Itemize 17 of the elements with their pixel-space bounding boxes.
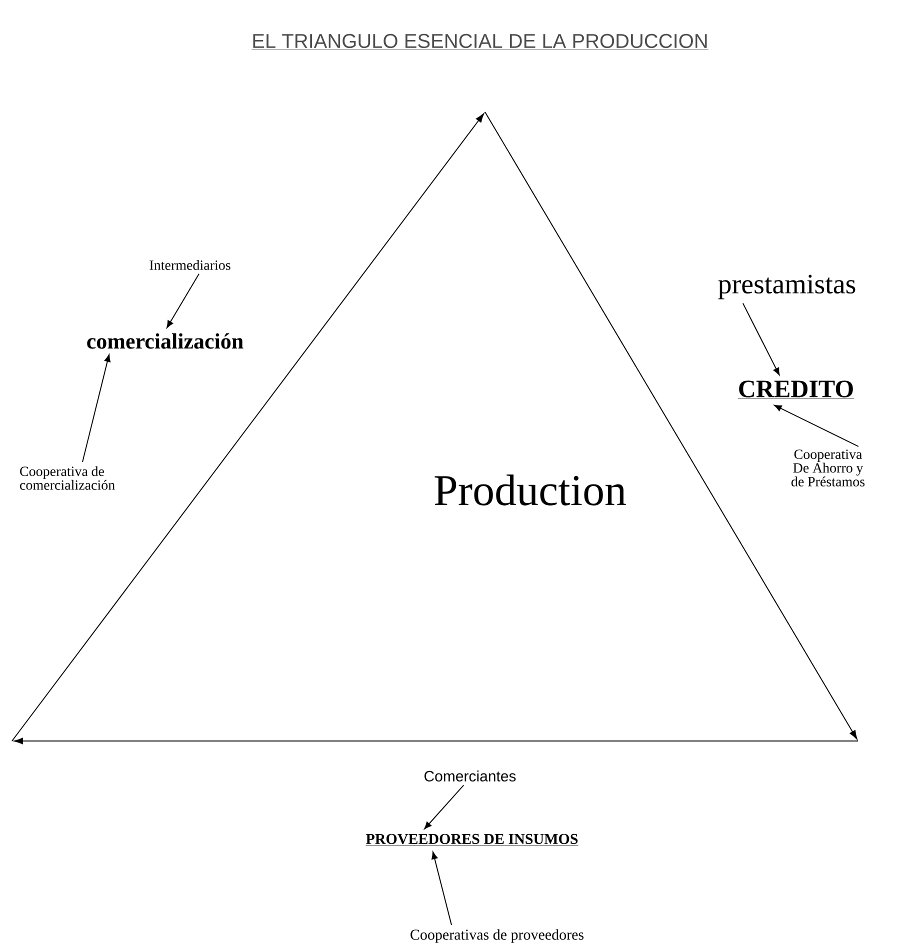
center-label: Production bbox=[434, 474, 626, 506]
source-label: prestamistas bbox=[718, 274, 856, 300]
arrow bbox=[424, 784, 464, 830]
source-label: Comerciantes bbox=[424, 770, 516, 782]
arrow bbox=[82, 354, 110, 463]
topic-label: PROVEEDORES DE INSUMOS bbox=[366, 834, 578, 846]
arrow bbox=[774, 404, 859, 447]
arrow bbox=[432, 852, 452, 926]
topic-label: CREDITO bbox=[738, 380, 854, 399]
arrow bbox=[742, 302, 780, 376]
topic-label: comercialización bbox=[87, 333, 244, 349]
source-label: Cooperativas de proveedores bbox=[410, 929, 584, 943]
source-label: Cooperativa de comercialización bbox=[20, 466, 115, 490]
arrow bbox=[166, 273, 200, 328]
title: EL TRIANGULO ESENCIAL DE LA PRODUCCION bbox=[251, 34, 709, 50]
source-label: Intermediarios bbox=[150, 260, 230, 270]
source-label: Cooperativa De Ahorro y de Préstamos bbox=[791, 450, 865, 486]
